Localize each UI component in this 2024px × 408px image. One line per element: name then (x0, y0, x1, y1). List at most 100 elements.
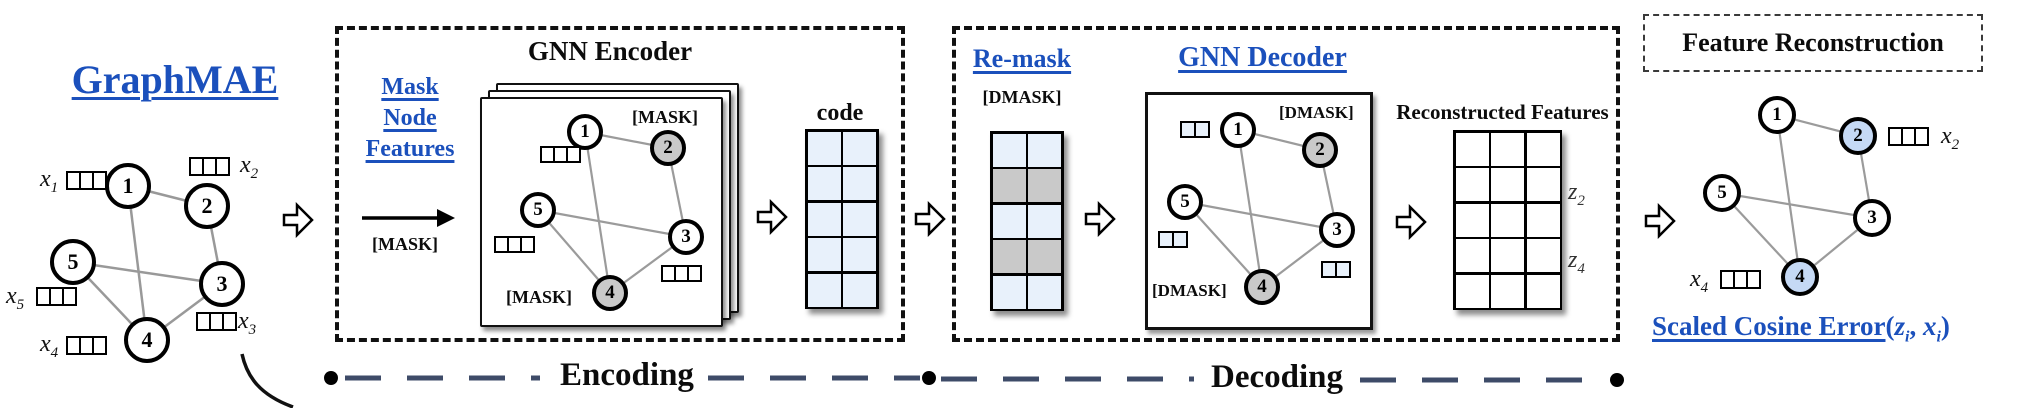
var-sub: 1 (50, 179, 59, 196)
grid-cell (1455, 239, 1489, 272)
grid-cell (1491, 274, 1524, 308)
decoder-node-4-masked: 4 (1244, 269, 1280, 305)
var-sub: 2 (250, 165, 259, 182)
input-node-1: 1 (105, 163, 151, 209)
grid-cell (1455, 203, 1489, 237)
input-node-4: 4 (124, 317, 170, 363)
vector-cell (1194, 121, 1210, 138)
input-feature-vector-x4 (66, 336, 107, 355)
remask-grid (990, 131, 1064, 311)
grid-cell (1526, 274, 1560, 308)
var-base: z (1568, 179, 1578, 205)
var-sub: 4 (50, 344, 59, 361)
var-base: x (1690, 266, 1701, 292)
encoder-node-4-masked: 4 (592, 275, 628, 311)
loss-paren-open: ( (1885, 311, 1895, 341)
grid-cell (807, 238, 841, 271)
grid-cell (1526, 132, 1560, 166)
mask-apply-arrow-icon (362, 209, 455, 227)
var-sub: 2 (1951, 136, 1960, 153)
var-sub: 5 (16, 296, 25, 313)
output-feature-label-x2: x2 (1941, 123, 1959, 154)
var-base: z (1568, 247, 1578, 273)
flow-arrow-icon (1644, 203, 1676, 239)
input-feature-label-x1: x1 (40, 166, 58, 197)
decoder-node-1: 1 (1220, 112, 1256, 148)
flow-arrow-icon (914, 201, 946, 237)
var-base: x (1941, 123, 1952, 149)
var-base: x (6, 283, 17, 309)
grid-cell (843, 202, 876, 236)
mask-title-line: Node (383, 105, 437, 131)
output-feature-vector-x4 (1720, 270, 1761, 289)
grid-cell-masked (1028, 169, 1061, 202)
feature-reconstruction-title: Feature Reconstruction (1682, 28, 1944, 57)
decoder-feature-vector-5 (1158, 231, 1188, 248)
loss-paren-close: ) (1940, 311, 1950, 341)
input-feature-vector-x1 (66, 171, 107, 190)
loss-name: Scaled Cosine Error (1652, 311, 1886, 341)
var-base: x (238, 308, 249, 334)
mask-token-label: [MASK] (372, 234, 438, 254)
grid-cell (1526, 168, 1560, 201)
gnn-decoder-title: GNN Decoder (1178, 42, 1347, 73)
flow-arrow-icon (1395, 204, 1427, 240)
loss-z-base: z (1894, 311, 1905, 341)
loss-separator: , (1909, 311, 1923, 341)
grid-cell (1491, 132, 1524, 166)
vector-cell (92, 171, 107, 190)
vector-cell (566, 146, 581, 163)
encoder-node-2-masked: 2 (650, 130, 686, 166)
input-feature-label-x2: x2 (240, 152, 258, 183)
var-base: x (240, 152, 251, 178)
input-node-3: 3 (199, 261, 245, 307)
grid-cell (843, 167, 876, 200)
var-base: x (40, 331, 51, 357)
grid-cell (843, 131, 876, 165)
decoder-dmask-tag-node2: [DMASK] (1279, 103, 1354, 122)
var-base: x (40, 166, 51, 192)
code-grid (805, 129, 879, 309)
grid-cell (1491, 203, 1524, 237)
flow-endpoint-dot (1610, 373, 1624, 387)
input-feature-vector-x5 (36, 287, 77, 306)
grid-cell (843, 238, 876, 271)
recon-row-label-z4: z4 (1568, 247, 1585, 278)
grid-cell (1491, 168, 1524, 201)
grid-cell (807, 202, 841, 236)
decoding-stage-box (952, 26, 1620, 342)
vector-cell (92, 336, 107, 355)
encoding-stage-box (335, 26, 905, 342)
mask-title-line: Features (365, 136, 455, 162)
var-sub: 3 (248, 321, 257, 338)
decoder-node-3: 3 (1319, 212, 1355, 248)
grid-cell (1491, 239, 1524, 272)
flow-arrow-icon (756, 199, 788, 235)
var-sub: 2 (1577, 192, 1585, 209)
decoder-feature-vector-1 (1180, 121, 1210, 138)
output-node-5: 5 (1703, 174, 1741, 212)
input-feature-vector-x3 (196, 312, 237, 331)
reconstructed-features-grid (1453, 130, 1562, 310)
input-feature-label-x5: x5 (6, 283, 24, 314)
decoder-node-5: 5 (1167, 184, 1203, 220)
grid-cell (1455, 274, 1489, 308)
graphmae-title: GraphMAE (71, 57, 279, 102)
encoder-node-5: 5 (520, 192, 556, 228)
grid-cell (992, 133, 1026, 167)
grid-cell-masked (992, 169, 1026, 202)
vector-cell (1172, 231, 1188, 248)
vector-cell (1914, 127, 1929, 146)
input-feature-label-x3: x3 (238, 308, 256, 339)
output-node-1: 1 (1758, 96, 1796, 134)
decoding-flow-line (941, 376, 1608, 383)
loop-curve (240, 353, 294, 408)
encoder-node-3: 3 (668, 219, 704, 255)
grid-cell (992, 275, 1026, 309)
input-feature-vector-x2 (189, 157, 230, 176)
encoding-stage-label: Encoding (560, 357, 694, 393)
input-feature-label-x4: x4 (40, 331, 58, 362)
recon-row-label-z2: z2 (1568, 179, 1585, 210)
